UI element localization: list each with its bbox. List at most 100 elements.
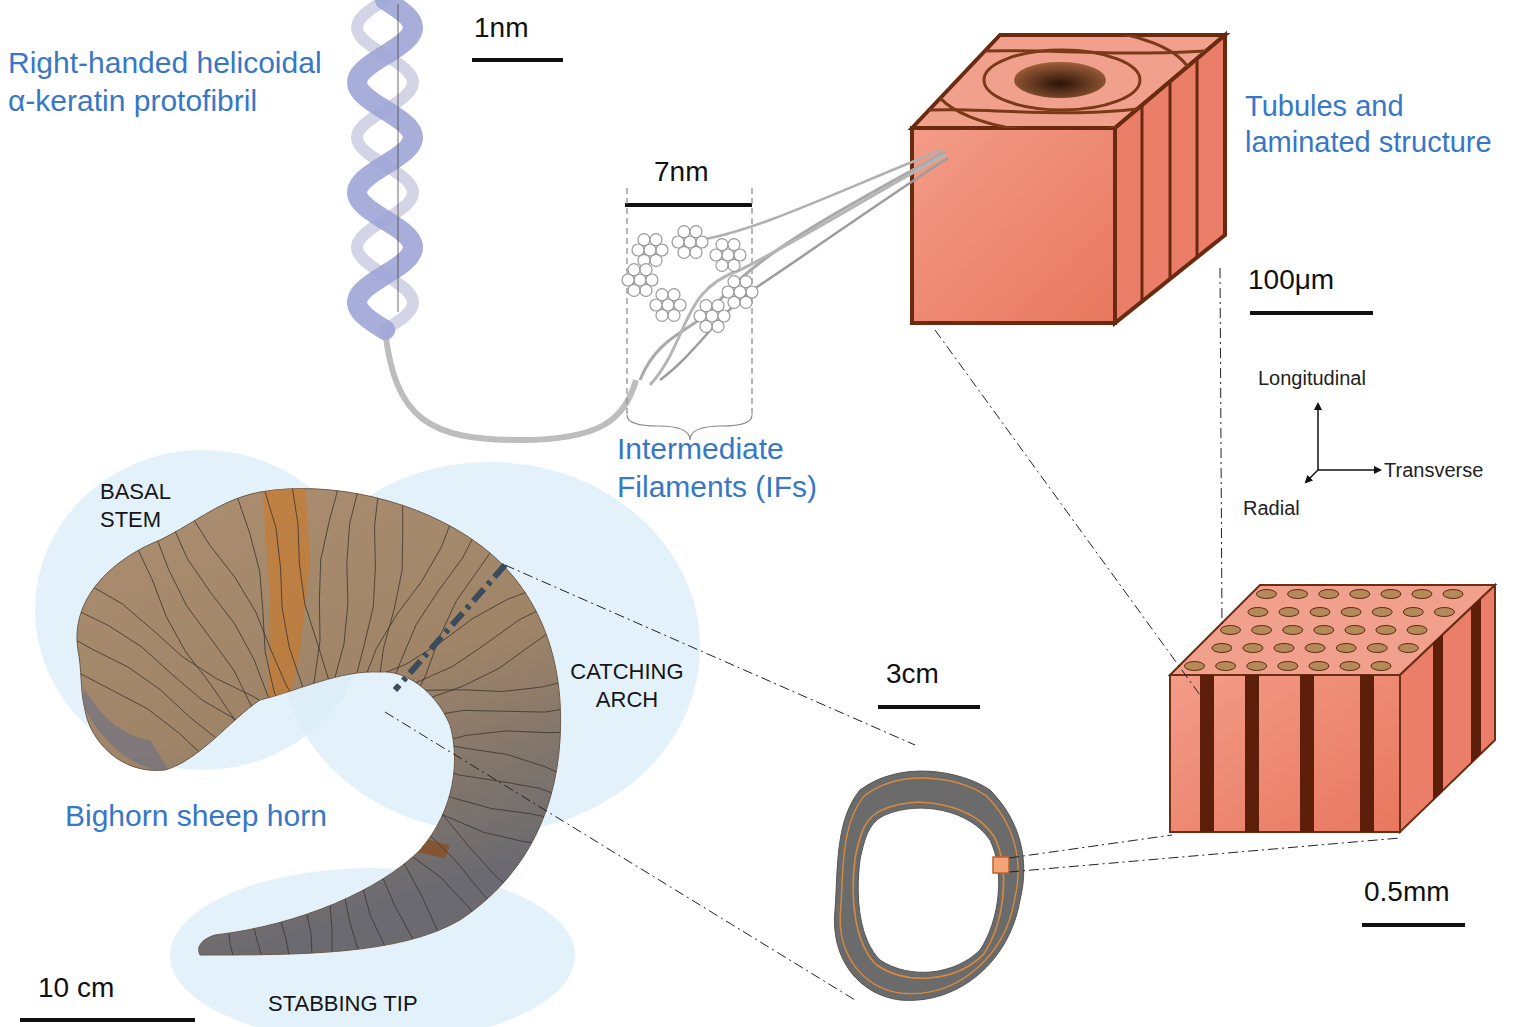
lamella-line <box>960 48 1240 53</box>
protofibril-circle <box>690 246 702 258</box>
tubule-opening <box>1398 644 1418 653</box>
protofibril-circle <box>650 254 662 266</box>
region-label: STABBING TIP <box>268 990 468 1018</box>
tubule-opening <box>1212 644 1232 653</box>
figure-label: 1nm <box>474 10 528 45</box>
protofibril-circle <box>656 289 668 301</box>
protofibril-circle <box>712 300 724 312</box>
helix-ribbon <box>357 0 413 330</box>
horn-cross-section <box>834 771 1023 1000</box>
growth-ring <box>304 402 345 720</box>
lamellae <box>900 28 1240 132</box>
protofibril-circle <box>740 296 752 308</box>
tubule-stripe <box>1300 675 1314 832</box>
leader-line <box>1220 268 1222 625</box>
tubule-opening <box>1345 626 1365 635</box>
tubule-opening <box>1310 608 1330 617</box>
figure-label: 10 cm <box>38 970 114 1005</box>
protofibril-circle <box>690 226 702 238</box>
leader-line <box>935 330 1200 695</box>
tubule-opening <box>1443 590 1463 599</box>
tubule-opening <box>1305 644 1325 653</box>
tubule-opening <box>1407 626 1427 635</box>
filament-strand <box>660 158 948 380</box>
tubule-opening <box>1243 644 1263 653</box>
section-line <box>395 565 505 690</box>
tubule-opening <box>1403 608 1423 617</box>
horn-band <box>415 838 450 858</box>
sample-square <box>993 857 1009 873</box>
growth-ring <box>246 411 313 724</box>
lamella-line <box>984 50 1140 110</box>
protofibril-circle <box>640 264 652 276</box>
protofibril-circle <box>628 264 640 276</box>
growth-layer <box>840 778 1018 994</box>
tubule-opening <box>1372 608 1392 617</box>
lamella-line <box>900 106 1160 113</box>
filament-strand <box>700 150 942 240</box>
protofibril-circle <box>700 300 712 312</box>
protofibril-circle <box>716 239 728 251</box>
tubule-opening <box>1309 662 1329 671</box>
tubule-opening <box>1274 644 1294 653</box>
tubule-stripe <box>1433 634 1443 800</box>
tubule-stripe <box>1360 675 1374 832</box>
axis-arrow <box>1318 469 1380 471</box>
growth-layer <box>853 803 1003 979</box>
tubule-opening <box>1257 590 1277 599</box>
figure-label: Radial <box>1243 496 1300 521</box>
lamella-line <box>932 28 1192 132</box>
figure-label: 7nm <box>654 154 708 189</box>
protofibril-circle <box>728 259 740 271</box>
protofibril-circle <box>668 309 680 321</box>
tubule-opening <box>1252 626 1272 635</box>
scale-bar <box>472 58 563 62</box>
horn-base-edge <box>80 690 170 772</box>
figure-label: 3cm <box>886 656 939 691</box>
figure-label: Bighorn sheep horn <box>65 797 327 835</box>
block-front <box>1170 675 1400 832</box>
region-label: CATCHING ARCH <box>552 658 702 713</box>
tubule-opening <box>1247 662 1267 671</box>
tubule-opening <box>1434 608 1454 617</box>
scale-bar <box>20 1018 195 1022</box>
tubule-opening <box>1350 590 1370 599</box>
tubule-stripe <box>1200 675 1214 832</box>
tubule-stripe <box>1245 675 1259 832</box>
axis-arrow <box>1317 404 1319 470</box>
protofibril-circle <box>638 234 650 246</box>
protofibril-circle <box>728 276 740 288</box>
region-ellipse <box>170 868 575 1027</box>
scale-bar <box>1250 311 1373 315</box>
protofibril-circle <box>650 234 662 246</box>
tubule-opening <box>1314 626 1334 635</box>
tubule-hole <box>1014 62 1106 98</box>
tubule-opening <box>1248 608 1268 617</box>
helix-ribbon <box>357 0 413 330</box>
alpha-helix <box>357 0 413 330</box>
tubule-opening <box>1185 662 1205 671</box>
tubule-opening <box>1216 662 1236 671</box>
tubule-opening <box>1381 590 1401 599</box>
lamella-line <box>1141 105 1144 301</box>
axis-arrow <box>1306 470 1318 482</box>
tubule-opening <box>1279 608 1299 617</box>
tubule-opening <box>1341 608 1361 617</box>
tubule-opening <box>1340 662 1360 671</box>
tubule-opening <box>1221 626 1241 635</box>
protofibril-circle <box>740 276 752 288</box>
scale-bar <box>878 705 980 709</box>
figure-label: Transverse <box>1384 458 1483 483</box>
scale-bar <box>625 203 752 207</box>
tubule-stripe <box>1471 598 1481 763</box>
protofibril-circle <box>728 239 740 251</box>
figure-label: Right-handed helicoidal α-keratin protof… <box>8 44 328 119</box>
tubule-opening <box>1283 626 1303 635</box>
protofibril-tail <box>385 330 636 440</box>
tubule-opening <box>1336 644 1356 653</box>
protofibril-circle <box>668 289 680 301</box>
tubule-opening <box>1288 590 1308 599</box>
figure-label: Longitudinal <box>1258 366 1366 391</box>
figure-label: Intermediate Filaments (IFs) <box>617 430 877 505</box>
